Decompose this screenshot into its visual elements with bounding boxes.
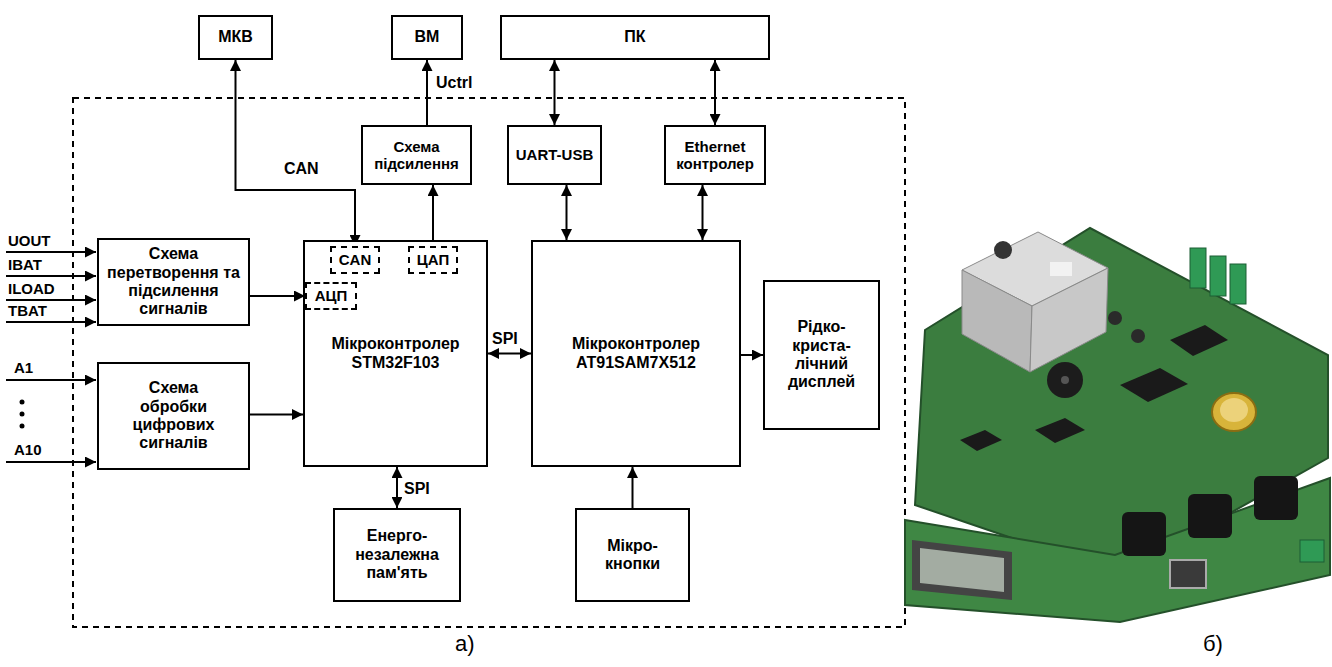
box-text: Рідко- криста- лічний дисплей bbox=[779, 318, 865, 392]
capacitor bbox=[1108, 311, 1122, 325]
box-text: Мікроконтролер AT91SAM7X512 bbox=[533, 335, 739, 372]
terminal-block bbox=[1190, 248, 1206, 288]
signal-name: ILOAD bbox=[8, 281, 55, 297]
buzzer-hole bbox=[1061, 376, 1069, 384]
amplifier-box: Схема підсилення bbox=[361, 125, 472, 185]
signal-conversion-box: Схема перетворення та підсилення сигналі… bbox=[97, 238, 250, 326]
box-text: Ethernet контролер bbox=[666, 138, 764, 173]
microcontroller-box: Мікроконтролер STM32F103 CAN ЦАП АЦП bbox=[303, 240, 488, 467]
terminal-block bbox=[1230, 264, 1246, 304]
terminal-block bbox=[1210, 256, 1226, 296]
box-text: Схема перетворення та підсилення сигналі… bbox=[104, 245, 244, 319]
coin-battery-top bbox=[1220, 398, 1248, 422]
ellipsis-dot bbox=[20, 424, 25, 429]
memory-box: Енерго- незалежна пам'ять bbox=[333, 508, 461, 602]
signal-wire bbox=[6, 275, 96, 277]
panel-caption: а) bbox=[455, 632, 475, 655]
bus-label: CAN bbox=[282, 160, 321, 178]
lcd-screen bbox=[920, 548, 1004, 592]
ellipsis-dot bbox=[20, 400, 25, 405]
box-text: Мікроконтролер STM32F103 bbox=[305, 335, 486, 372]
computer-box: ПК bbox=[500, 15, 770, 60]
peripheral-block: АЦП bbox=[305, 282, 357, 310]
box-text: ВМ bbox=[415, 28, 440, 46]
shield-sticker bbox=[1050, 262, 1072, 276]
buzzer bbox=[1047, 362, 1083, 398]
signal-name: UOUT bbox=[8, 233, 51, 249]
connector-arrow bbox=[396, 467, 398, 508]
box-text: CAN bbox=[339, 251, 372, 268]
shield-side bbox=[962, 270, 1032, 372]
interface-box: UART-USB bbox=[507, 125, 602, 185]
box-text: Схема підсилення bbox=[363, 138, 470, 173]
signal-wire bbox=[6, 251, 96, 253]
box-text: ЦАП bbox=[417, 251, 449, 268]
signal-wire bbox=[6, 379, 96, 381]
signal-wire bbox=[6, 321, 96, 323]
external-device-box: МКВ bbox=[198, 15, 273, 60]
connector-arrow bbox=[554, 60, 556, 125]
signal-wire bbox=[6, 299, 96, 301]
box-text: АЦП bbox=[315, 287, 348, 304]
bus-label: SPI bbox=[402, 480, 432, 498]
connector-arrow bbox=[714, 60, 716, 125]
panel-caption: б) bbox=[1203, 632, 1223, 655]
box-text: UART-USB bbox=[516, 146, 594, 163]
chip bbox=[1120, 368, 1188, 402]
peripheral-block: CAN bbox=[330, 246, 380, 274]
box-text: ПК bbox=[624, 28, 645, 46]
display-box: Рідко- криста- лічний дисплей bbox=[763, 280, 880, 430]
jack bbox=[1122, 512, 1166, 556]
signal-name: A1 bbox=[14, 360, 33, 376]
ellipsis-dot bbox=[20, 412, 25, 417]
box-text: МКВ bbox=[218, 28, 253, 46]
terminal-block bbox=[1300, 540, 1324, 562]
signal-wire bbox=[6, 461, 96, 463]
connector-arrow bbox=[250, 414, 303, 416]
interface-box: Ethernet контролер bbox=[664, 125, 766, 185]
microcontroller-box: Мікроконтролер AT91SAM7X512 bbox=[531, 240, 741, 467]
connector-arrow bbox=[426, 60, 428, 125]
external-device-box: ВМ bbox=[391, 15, 463, 60]
connector-arrow bbox=[741, 354, 763, 356]
connector-arrow bbox=[702, 185, 704, 240]
capacitor bbox=[994, 241, 1012, 259]
ethernet-jack bbox=[1170, 560, 1206, 588]
peripheral-block: ЦАП bbox=[408, 246, 458, 274]
shield-side bbox=[1030, 268, 1108, 372]
connector-arrow bbox=[632, 467, 634, 508]
connector-arrow bbox=[488, 353, 531, 355]
connector-arrow bbox=[566, 185, 568, 240]
digital-processing-box: Схема обробки цифрових сигналів bbox=[97, 362, 250, 470]
bus-label: Uctrl bbox=[434, 74, 474, 92]
chip bbox=[1035, 418, 1085, 443]
device-boundary bbox=[73, 98, 905, 627]
lcd-frame bbox=[912, 540, 1012, 600]
bus-label: SPI bbox=[490, 330, 520, 348]
chip bbox=[960, 430, 1002, 451]
connector-arrow bbox=[236, 60, 356, 246]
capacitor bbox=[1131, 329, 1145, 343]
coin-battery bbox=[1212, 393, 1256, 431]
jack bbox=[1188, 494, 1232, 538]
chip bbox=[1170, 325, 1228, 356]
jack bbox=[1254, 476, 1298, 520]
signal-name: A10 bbox=[14, 442, 42, 458]
pcb-photo bbox=[905, 228, 1330, 622]
box-text: Мікро- кнопки bbox=[593, 537, 673, 574]
connector-arrow bbox=[250, 295, 305, 297]
connector-arrow bbox=[432, 185, 434, 246]
signal-name: IBAT bbox=[8, 257, 42, 273]
signal-name: TBAT bbox=[8, 303, 47, 319]
buttons-box: Мікро- кнопки bbox=[575, 508, 690, 602]
box-text: Схема обробки цифрових сигналів bbox=[124, 379, 224, 453]
box-text: Енерго- незалежна пам'ять bbox=[335, 527, 459, 582]
